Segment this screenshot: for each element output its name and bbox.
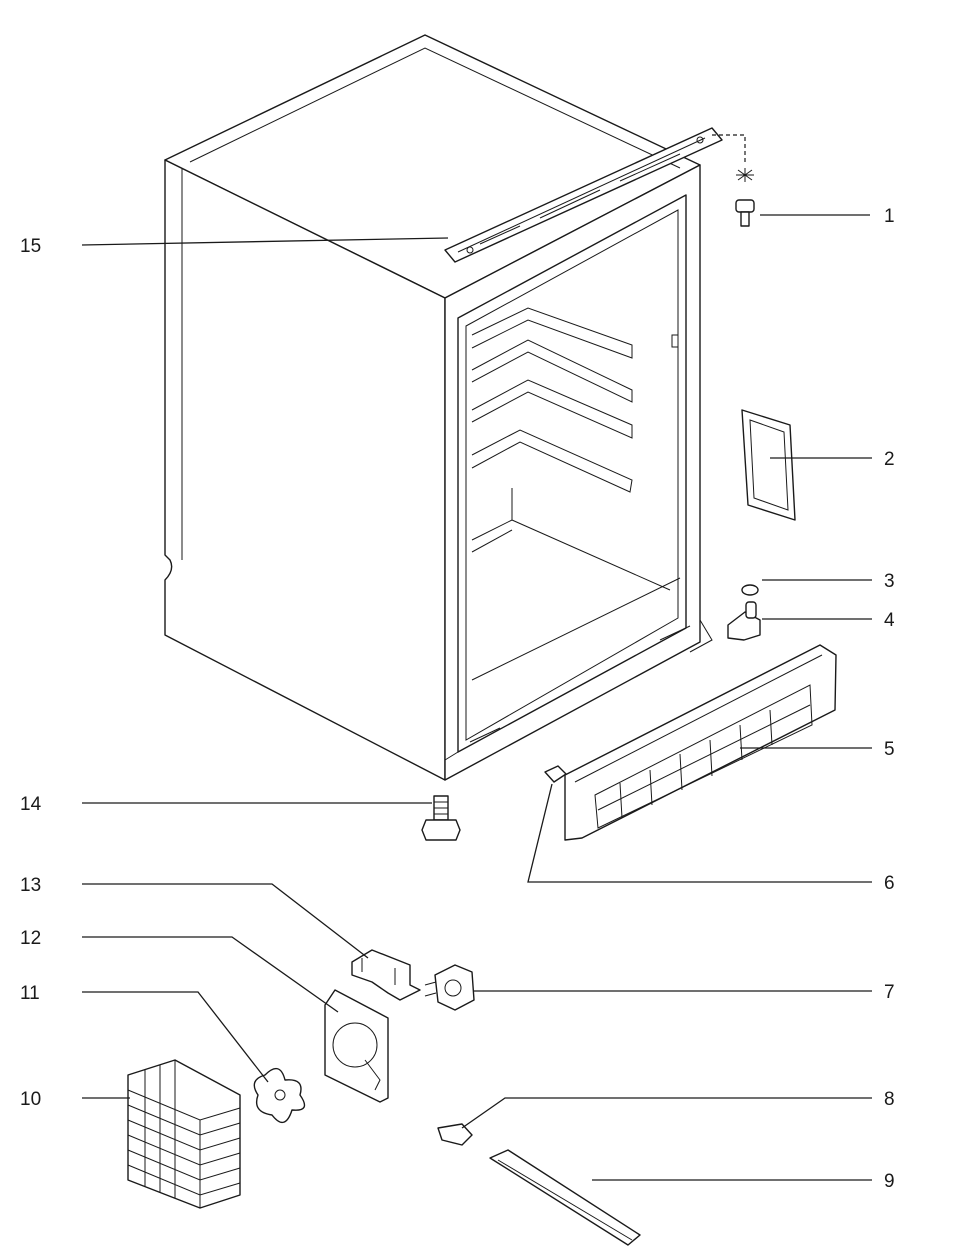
part-label-9: 9	[884, 1171, 895, 1192]
part-2-cover-plate-illustration	[741, 409, 796, 521]
part-label-8: 8	[884, 1089, 895, 1110]
part-4-hinge-illustration	[727, 601, 761, 641]
part-11-fan-blade-illustration	[253, 1067, 306, 1123]
part-3-bushing-illustration	[741, 584, 759, 596]
leader-15	[81, 237, 449, 246]
part-8-sensor-illustration	[437, 1123, 473, 1146]
part-label-2: 2	[884, 449, 895, 470]
leader-lines	[81, 214, 872, 1181]
part-label-3: 3	[884, 571, 895, 592]
leader-6	[527, 783, 872, 883]
refrigerator-cabinet	[164, 34, 723, 781]
part-6-clip-illustration	[544, 765, 567, 783]
part-label-13: 13	[20, 875, 41, 896]
part-label-14: 14	[20, 794, 42, 815]
part-7-fan-motor-illustration	[424, 964, 475, 1011]
part-label-15: 15	[20, 236, 41, 257]
part-label-1: 1	[884, 206, 895, 227]
part-12-fan-shroud-illustration	[324, 989, 389, 1103]
part-10-condenser-illustration	[127, 1059, 241, 1209]
leader-8	[461, 1097, 872, 1129]
part-label-10: 10	[20, 1089, 41, 1110]
part-label-12: 12	[20, 928, 41, 949]
leader-12	[82, 936, 339, 1013]
part-5-kick-plate-illustration	[564, 644, 837, 841]
part-9-channel-illustration	[489, 1149, 641, 1246]
part-label-5: 5	[884, 739, 895, 760]
leader-13	[82, 883, 369, 959]
part-14-leveling-foot-illustration	[421, 795, 461, 841]
part-label-11: 11	[20, 983, 40, 1004]
part-1-switch-illustration	[712, 134, 755, 227]
part-label-6: 6	[884, 873, 895, 894]
part-label-7: 7	[884, 982, 895, 1003]
leader-11	[82, 991, 269, 1083]
part-number-labels: 1 2 3 4 5 6 7 8 9 10 11 12 13 14 15	[20, 206, 895, 1192]
part-13-bracket-illustration	[351, 949, 421, 1001]
part-label-4: 4	[884, 610, 895, 631]
